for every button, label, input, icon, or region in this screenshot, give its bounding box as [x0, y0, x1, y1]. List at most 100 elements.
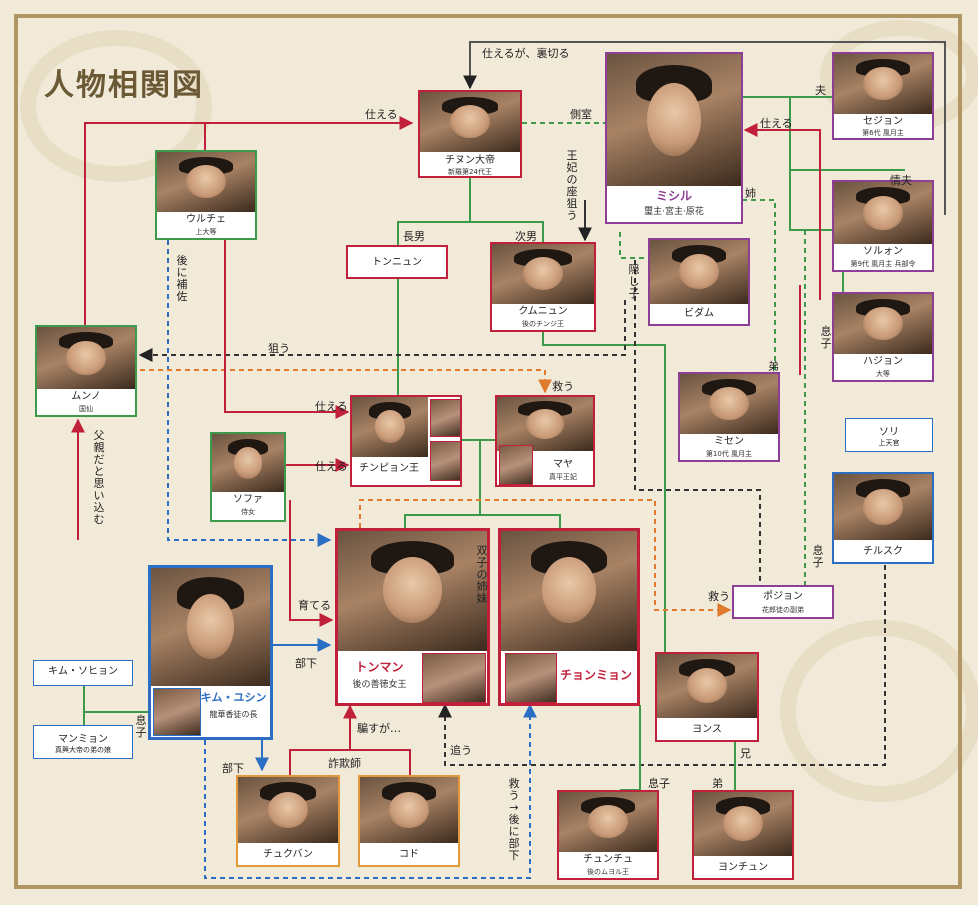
label-lover: 情夫: [890, 174, 912, 187]
card-jinpyeong[interactable]: チンピョン王: [350, 395, 462, 487]
label-younger-bro2: 弟: [712, 777, 723, 790]
card-sohwa[interactable]: ソファ 侍女: [210, 432, 286, 522]
card-maya[interactable]: マヤ 真平王妃: [495, 395, 595, 487]
portrait-cheonmyeong: [501, 531, 637, 651]
card-deokman[interactable]: トンマン 後の善徳女王: [335, 528, 490, 706]
label-serve4: 仕える: [315, 460, 348, 473]
line-lover: [789, 97, 832, 231]
sub-sohwa: 侍女: [241, 508, 255, 516]
name-maya: マヤ: [553, 459, 573, 470]
name-yongchun: ヨンチュン: [718, 862, 768, 873]
card-geumnyun[interactable]: クムニュン 後のチンジ王: [490, 242, 596, 332]
label-serve3: 仕える: [315, 400, 348, 413]
name-cheonmyeong: チョンミョン: [559, 668, 632, 682]
card-bidam[interactable]: ビダム: [648, 238, 750, 326]
name-sohwa: ソファ: [233, 494, 263, 505]
card-yushin[interactable]: キム・ユシン 龍華香徒の長: [148, 565, 273, 740]
line-chase: [438, 565, 886, 766]
label-husband: 夫: [815, 84, 826, 97]
label-assist: 後に補佐: [176, 254, 188, 303]
name-jinpyeong: チンピョン王: [359, 463, 419, 474]
line-raise: [289, 500, 334, 627]
portrait-hajong: [834, 294, 932, 354]
portrait-bidam: [650, 240, 748, 304]
line-hajong-serve: [743, 123, 821, 300]
sub-sejong: 第6代 風月主: [862, 129, 904, 137]
portrait-yongchun: [694, 792, 792, 856]
portrait-chilsuk: [834, 474, 932, 540]
line-son4: [620, 705, 641, 791]
card-jinheung[interactable]: チヌン大帝 新羅第24代王: [418, 90, 522, 178]
line-son2: [83, 685, 148, 725]
label-rescue2: 救う: [708, 590, 730, 603]
label-son1: 息子: [820, 325, 832, 350]
label-son2: 息子: [812, 544, 824, 569]
label-rescue-later: 救う→後に部下: [508, 777, 520, 862]
name-manmyeong: マンミョン: [58, 734, 108, 745]
card-cheonmyeong[interactable]: チョンミョン: [498, 528, 640, 706]
sub-manmyeong: 真興大帝の弟の娘: [55, 746, 111, 754]
chart-title: 人物相関図: [44, 68, 204, 103]
card-jukbang[interactable]: チュクバン: [236, 775, 340, 867]
line-hidden-child: [619, 232, 648, 259]
sub-hajong: 大等: [876, 370, 890, 378]
portrait-geumnyun: [492, 244, 594, 304]
line-geumnyun-yongsu: [542, 330, 666, 655]
portrait-yushin: [151, 568, 270, 686]
card-chunchu[interactable]: チュンチュ 後のムヨル王: [557, 790, 659, 880]
card-yongchun[interactable]: ヨンチュン: [692, 790, 794, 880]
name-yushin: キム・ユシン: [200, 691, 267, 704]
card-manmyeong[interactable]: マンミョン 真興大帝の弟の娘: [33, 725, 133, 759]
card-sori[interactable]: ソリ 上天官: [845, 418, 933, 452]
name-chunchu: チュンチュ: [583, 854, 633, 865]
card-hajong[interactable]: ハジョン 大等: [832, 292, 934, 382]
label-son4: 息子: [648, 777, 670, 790]
name-mishil: ミシル: [655, 189, 692, 203]
portrait-godo: [360, 777, 458, 843]
card-yongsu[interactable]: ヨンス: [655, 652, 759, 742]
label-deceive: 騙すが…: [357, 722, 401, 735]
line-rescue-later: [204, 703, 537, 879]
label-eldest: 長男: [403, 230, 425, 243]
label-fraud: 詐欺師: [328, 757, 361, 770]
portrait-misaeng: [680, 374, 778, 434]
label-sister: 姉: [745, 187, 756, 200]
sub-deokman: 後の善徳女王: [352, 680, 407, 690]
name-yongsu: ヨンス: [692, 724, 722, 735]
card-seolwon[interactable]: ソルォン 第9代 風月主 兵部令: [832, 180, 934, 272]
name-jukbang: チュクバン: [263, 849, 313, 860]
name-deokman: トンマン: [355, 660, 404, 674]
sub-sori: 上天官: [878, 439, 900, 447]
card-godo[interactable]: コド: [358, 775, 460, 867]
sub-mishil: 璽主·宮主·原花: [644, 207, 704, 217]
line-misc-dashed: [634, 260, 761, 585]
name-seohyeon: キム・ソヒョン: [48, 666, 118, 677]
sub-jinheung: 新羅第24代王: [448, 168, 492, 176]
card-sejong[interactable]: セジョン 第6代 風月主: [832, 52, 934, 140]
portrait-sohwa: [212, 434, 284, 492]
label-second: 次男: [515, 230, 537, 243]
name-misaeng: ミセン: [714, 436, 744, 447]
card-mishil[interactable]: ミシル 璽主·宮主·原花: [605, 52, 743, 224]
portrait-maya: [497, 397, 593, 451]
card-chilsuk[interactable]: チルスク: [832, 472, 934, 564]
line-serve-betray: [463, 41, 946, 215]
portrait-cheonmyeong-young: [505, 653, 557, 703]
portrait-jinpyeong-young-1: [430, 399, 460, 437]
card-dongnyun[interactable]: トンニュン: [346, 245, 448, 279]
sub-misaeng: 第10代 風月主: [705, 450, 753, 458]
name-munno: ムンノ: [71, 391, 101, 402]
card-seohyeon[interactable]: キム・ソヒョン: [33, 660, 133, 686]
card-euljae[interactable]: ウルチェ 上大等: [155, 150, 257, 240]
card-munno[interactable]: ムンノ 国仙: [35, 325, 137, 417]
sub-bojong: 花郎徒の副弟: [762, 606, 804, 614]
label-serve1: 仕える: [365, 108, 398, 121]
card-bojong[interactable]: ポジョン 花郎徒の副弟: [732, 585, 834, 619]
portrait-seolwon: [834, 182, 932, 244]
label-queen-seat: 王妃の座狙う: [566, 149, 578, 222]
portrait-jinheung: [420, 92, 520, 152]
portrait-munno: [37, 327, 135, 389]
line-assist: [167, 240, 332, 547]
card-misaeng[interactable]: ミセン 第10代 風月主: [678, 372, 780, 462]
